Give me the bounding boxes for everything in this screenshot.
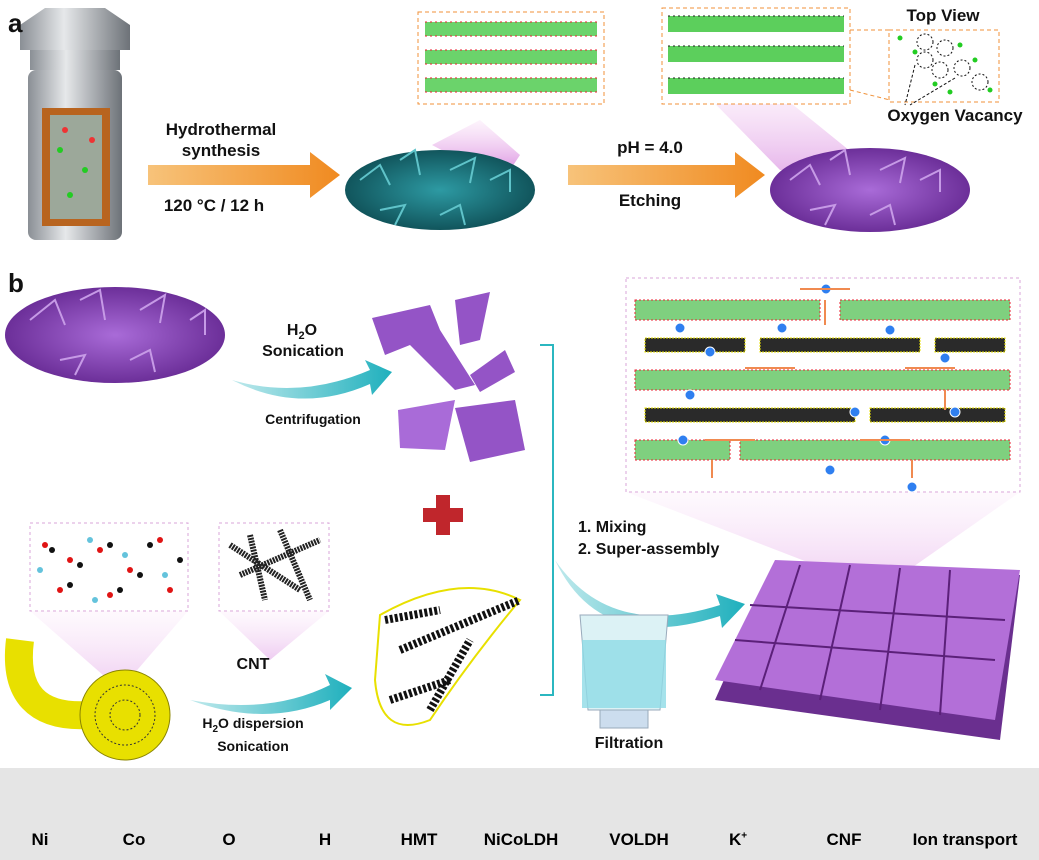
centrifugation-label: Centrifugation xyxy=(265,411,361,427)
legend-nicoldh: NiCoLDH xyxy=(483,830,559,849)
super-assembly-label: 2. Super-assembly xyxy=(578,541,720,558)
nicoldh-nanosheet-block xyxy=(345,120,535,230)
etching-arrow xyxy=(568,152,765,198)
legend-ni: Ni xyxy=(31,830,49,849)
legend-ion-transport: Ion transport xyxy=(912,830,1018,849)
super-assembly-structure-inset xyxy=(625,277,1021,493)
h2o-label: H2O xyxy=(286,322,318,343)
mixing-label: 1. Mixing xyxy=(578,519,647,536)
oxygen-vacancy-label: Oxygen Vacancy xyxy=(887,106,1023,125)
voldh-layer-inset xyxy=(661,7,851,105)
panel-b-label: b xyxy=(8,268,24,298)
cnf-cnt-composite xyxy=(373,587,522,726)
grouping-bracket xyxy=(540,344,554,696)
autoclave-icon xyxy=(20,8,130,240)
sonication-label: Sonication xyxy=(262,343,344,360)
sonication-arrow xyxy=(232,360,392,399)
ph-label: pH = 4.0 xyxy=(617,138,683,157)
legend-hmt: HMT xyxy=(400,830,438,849)
top-view-lattice xyxy=(888,29,1000,106)
hydrothermal-arrow xyxy=(148,152,340,198)
h2o-dispersion-label: H2O dispersion xyxy=(202,715,304,735)
voldh-bulk-block xyxy=(5,287,225,383)
hydrothermal-label: Hydrothermal xyxy=(165,120,277,139)
panel-a-label: a xyxy=(8,8,23,38)
legend-o: O xyxy=(222,830,236,849)
cnf-fiber-roll xyxy=(4,638,171,761)
filtration-beaker-icon xyxy=(579,614,669,729)
legend-co: Co xyxy=(122,830,146,849)
exfoliated-nanosheets xyxy=(372,292,525,462)
voldh-nanosheet-block xyxy=(690,78,970,232)
cnt-label: CNT xyxy=(236,656,270,673)
filtration-label: Filtration xyxy=(594,735,664,752)
red-plus-icon xyxy=(423,495,463,535)
legend-cnf: CNF xyxy=(826,830,862,849)
legend-k-ion: K+ xyxy=(728,830,748,849)
mixing-arrow xyxy=(555,560,745,628)
dispersion-sonication-label: Sonication xyxy=(217,738,289,754)
synthesis-label: synthesis xyxy=(181,141,261,160)
hmt-molecule-inset xyxy=(29,522,189,612)
cnt-inset xyxy=(218,522,330,612)
legend-voldh: VOLDH xyxy=(609,830,669,849)
condition-label: 120 °C / 12 h xyxy=(163,196,265,215)
legend-h: H xyxy=(318,830,332,849)
nicoldh-layer-inset xyxy=(417,11,605,105)
legend: Ni Co O H HMT NiCoLDH VOLDH K+ CNF Ion t… xyxy=(0,768,1039,860)
etching-label: Etching xyxy=(618,191,682,210)
top-view-label: Top View xyxy=(906,6,980,25)
layered-membrane xyxy=(715,560,1020,740)
dispersion-arrow xyxy=(190,674,352,714)
